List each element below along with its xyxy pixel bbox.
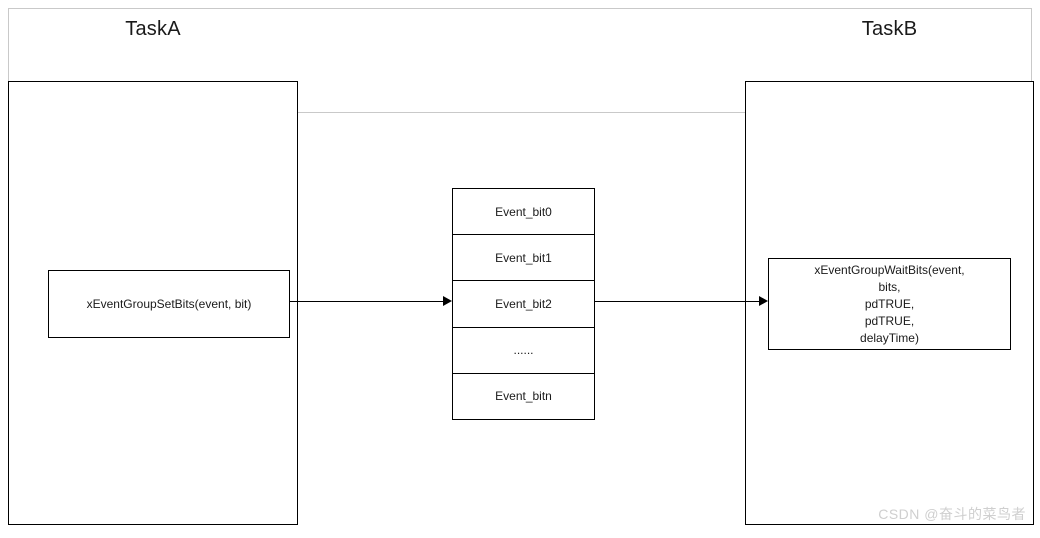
set-bits-call-text: xEventGroupSetBits(event, bit) — [86, 296, 252, 311]
wait-bits-call-line: bits, — [878, 279, 901, 294]
arrow-event-group-to-wait-bits-head-icon — [759, 296, 768, 306]
event-group-bits-table: Event_bit0 Event_bit1 Event_bit2 ...... … — [452, 188, 595, 420]
wait-bits-call-box: xEventGroupWaitBits(event, bits, pdTRUE,… — [768, 258, 1011, 350]
task-a-title: TaskA — [125, 18, 181, 40]
task-b-title: TaskB — [861, 18, 918, 40]
outer-container-frame — [8, 8, 1032, 113]
wait-bits-call-line: delayTime) — [860, 330, 919, 345]
wait-bits-call-line: pdTRUE, — [864, 296, 915, 311]
event-bit-row: Event_bit1 — [453, 235, 594, 282]
wait-bits-call-line: xEventGroupWaitBits(event, — [814, 262, 965, 277]
wait-bits-call-line: pdTRUE, — [864, 313, 915, 328]
event-bit-row-ellipsis: ...... — [453, 328, 594, 374]
event-bit-row: Event_bitn — [495, 389, 552, 404]
arrow-set-bits-to-event-group-line — [290, 301, 443, 302]
arrow-set-bits-to-event-group-head-icon — [443, 296, 452, 306]
event-bit-row: Event_bit2 — [453, 281, 594, 328]
event-bit-row: Event_bit0 — [453, 189, 594, 236]
set-bits-call-box: xEventGroupSetBits(event, bit) — [48, 270, 290, 338]
arrow-event-group-to-wait-bits-line — [595, 301, 759, 302]
